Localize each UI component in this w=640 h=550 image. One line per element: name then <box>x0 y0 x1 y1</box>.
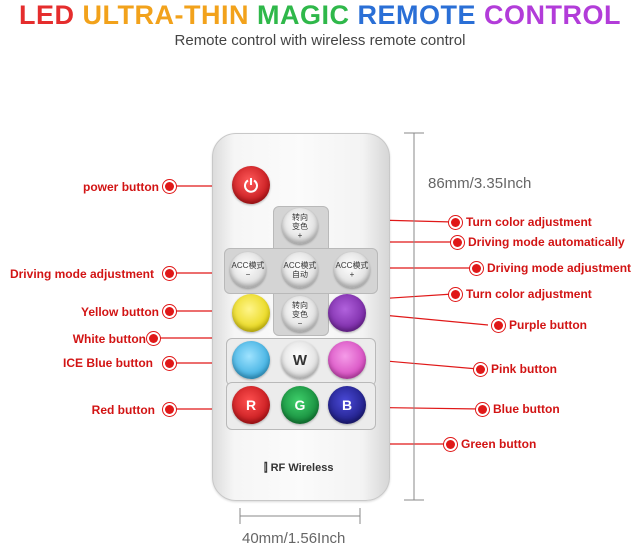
dot-purple <box>494 321 503 330</box>
label-turn-bottom: Turn color adjustment <box>466 287 592 301</box>
page-subtitle: Remote control with wireless remote cont… <box>174 32 466 49</box>
wifi-icon: ⫿ <box>264 462 268 474</box>
label-power: power button <box>83 180 159 194</box>
label-green: Green button <box>461 437 537 451</box>
title-part-ultrathin: ULTRA-THIN <box>82 0 257 30</box>
white-button[interactable]: W <box>281 341 319 379</box>
rf-wireless-label: ⫿ RF Wireless <box>264 462 334 474</box>
title-part-magic: MAGIC <box>256 0 358 30</box>
label-driving-right: Driving mode adjustment <box>487 261 632 275</box>
green-button[interactable]: G <box>281 386 319 424</box>
acc-right-button[interactable]: ACC模式+ <box>334 252 370 288</box>
label-red: Red button <box>91 403 155 417</box>
dot-turn-bottom <box>451 290 460 299</box>
turn-color-down-button[interactable]: 转向变色− <box>282 296 318 332</box>
label-driving-left: Driving mode adjustment <box>9 267 154 281</box>
ice-blue-button[interactable] <box>232 341 270 379</box>
acc-center-button[interactable]: ACC模式自动 <box>282 252 318 288</box>
purple-button[interactable] <box>328 294 366 332</box>
dot-white <box>149 334 158 343</box>
acc-left-button[interactable]: ACC模式− <box>230 252 266 288</box>
dot-driving-right <box>472 264 481 273</box>
dot-yellow <box>165 307 174 316</box>
label-white: White button <box>72 332 146 346</box>
label-turn-top: Turn color adjustment <box>466 215 592 229</box>
label-yellow: Yellow button <box>81 305 159 319</box>
width-dimension: 40mm/1.56Inch <box>242 530 346 547</box>
label-purple: Purple button <box>509 318 587 332</box>
dot-power <box>165 182 174 191</box>
title-part-remote: REMOTE <box>357 0 484 30</box>
turn-color-up-button[interactable]: 转向变色+ <box>282 208 318 244</box>
dot-turn-top <box>451 218 460 227</box>
power-button[interactable] <box>232 166 270 204</box>
title-part-control: CONTROL <box>484 0 621 30</box>
yellow-button[interactable] <box>232 294 270 332</box>
blue-button[interactable]: B <box>328 386 366 424</box>
page-title: LED ULTRA-THIN MAGIC REMOTE CONTROL <box>0 0 640 30</box>
red-button[interactable]: R <box>232 386 270 424</box>
label-auto: Driving mode automatically <box>468 235 625 249</box>
dot-green <box>446 440 455 449</box>
dot-red <box>165 405 174 414</box>
label-blue: Blue button <box>493 402 560 416</box>
power-icon <box>244 178 258 193</box>
label-pink: Pink button <box>491 362 557 376</box>
dot-driving-left <box>165 269 174 278</box>
dot-pink <box>476 365 485 374</box>
dot-blue <box>478 405 487 414</box>
title-part-led: LED <box>19 0 83 30</box>
dot-auto <box>453 238 462 247</box>
label-ice-blue: ICE Blue button <box>63 356 153 370</box>
pink-button[interactable] <box>328 341 366 379</box>
dot-ice-blue <box>165 359 174 368</box>
height-dimension: 86mm/3.35Inch <box>428 175 532 192</box>
